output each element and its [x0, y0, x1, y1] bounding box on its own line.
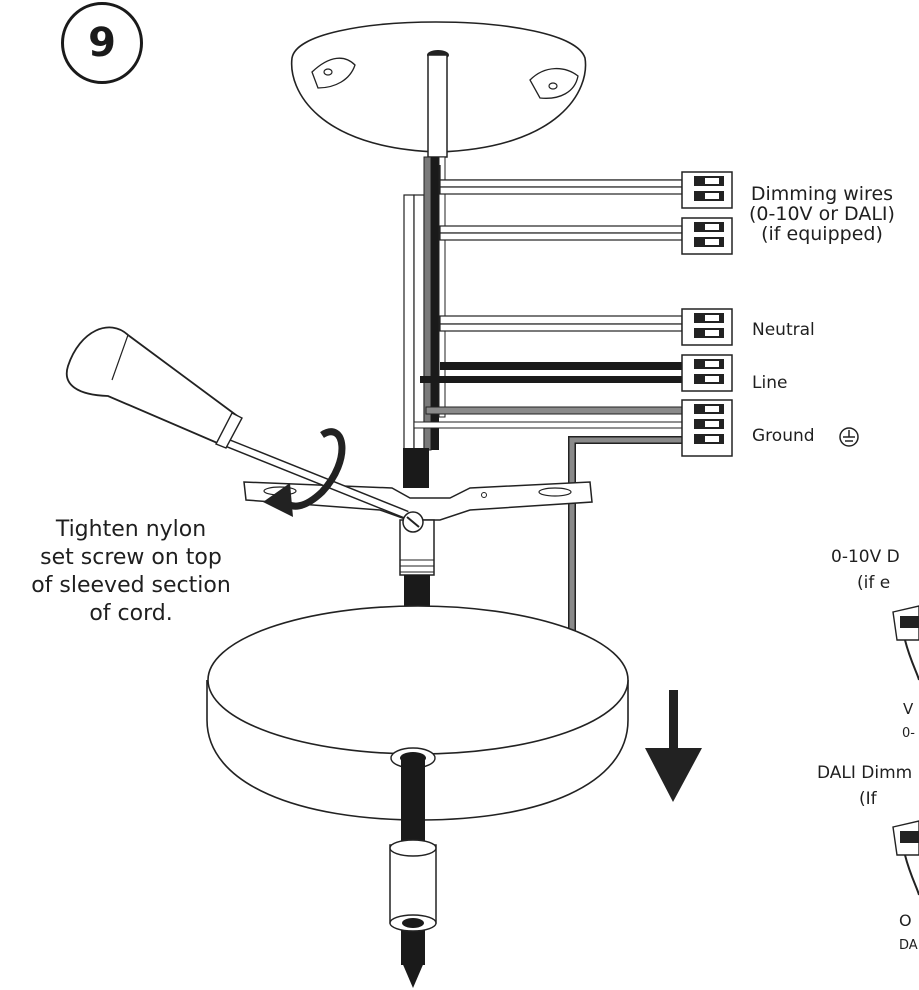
cord-grip — [389, 839, 437, 932]
side-connector-dali — [892, 820, 919, 896]
dimming-wires-label: Dimming wires (0-10V or DALI) (if equipp… — [749, 184, 895, 244]
cord-end-arrow — [401, 960, 425, 988]
step-badge: 9 — [61, 2, 143, 84]
connector-ground — [681, 399, 733, 457]
cord-upper — [403, 448, 429, 488]
connector-dimming-2 — [681, 217, 733, 255]
side-dali-title: DALI Dimm — [817, 763, 913, 783]
side-0-10v-small: 0- — [902, 726, 915, 741]
ground-label: Ground — [752, 426, 815, 446]
side-panel-dali: DALI Dimm (If — [817, 760, 912, 812]
connector-dimming-1 — [681, 171, 733, 209]
dimming-line-1: Dimming wires — [750, 183, 894, 205]
fixture-disc — [206, 605, 629, 821]
down-arrow-icon — [645, 690, 702, 802]
wire-bundle — [403, 156, 446, 451]
dimming-lead-2 — [439, 225, 683, 241]
ground-drop-wire — [568, 436, 682, 662]
connector-line — [681, 354, 733, 392]
rotate-arrow-icon — [263, 428, 346, 517]
ground-lead — [413, 406, 683, 429]
neutral-lead — [439, 315, 683, 332]
ceiling-canopy — [290, 21, 587, 158]
instruction-line-2: set screw on top — [40, 545, 222, 570]
instruction-text: Tighten nylon set screw on top of sleeve… — [0, 516, 262, 628]
instruction-line-3: of sleeved section — [31, 573, 231, 598]
dimming-line-3: (if equipped) — [761, 223, 883, 245]
side-connector-0-10v — [892, 605, 919, 681]
side-dali-letter: O — [899, 911, 912, 930]
set-screw-sleeve — [399, 511, 435, 576]
line-label: Line — [752, 373, 788, 393]
instruction-line-4: of cord. — [89, 601, 173, 626]
side-dali-subtitle: (If — [859, 789, 877, 809]
side-0-10v-title: 0-10V D — [831, 547, 900, 567]
screwdriver-icon — [65, 326, 409, 520]
side-panel-0-10v: 0-10V D (if e — [831, 544, 900, 596]
instruction-line-1: Tighten nylon — [55, 517, 207, 542]
dimming-line-2: (0-10V or DALI) — [749, 203, 895, 225]
dimming-lead-1 — [439, 165, 683, 195]
connector-neutral — [681, 308, 733, 346]
side-0-10v-subtitle: (if e — [857, 573, 891, 593]
side-dali-small: DA — [899, 938, 918, 953]
side-0-10v-letter: V — [903, 700, 914, 718]
ground-symbol-icon — [839, 427, 859, 447]
neutral-label: Neutral — [752, 320, 815, 340]
step-number: 9 — [88, 20, 116, 66]
line-lead — [420, 362, 682, 383]
